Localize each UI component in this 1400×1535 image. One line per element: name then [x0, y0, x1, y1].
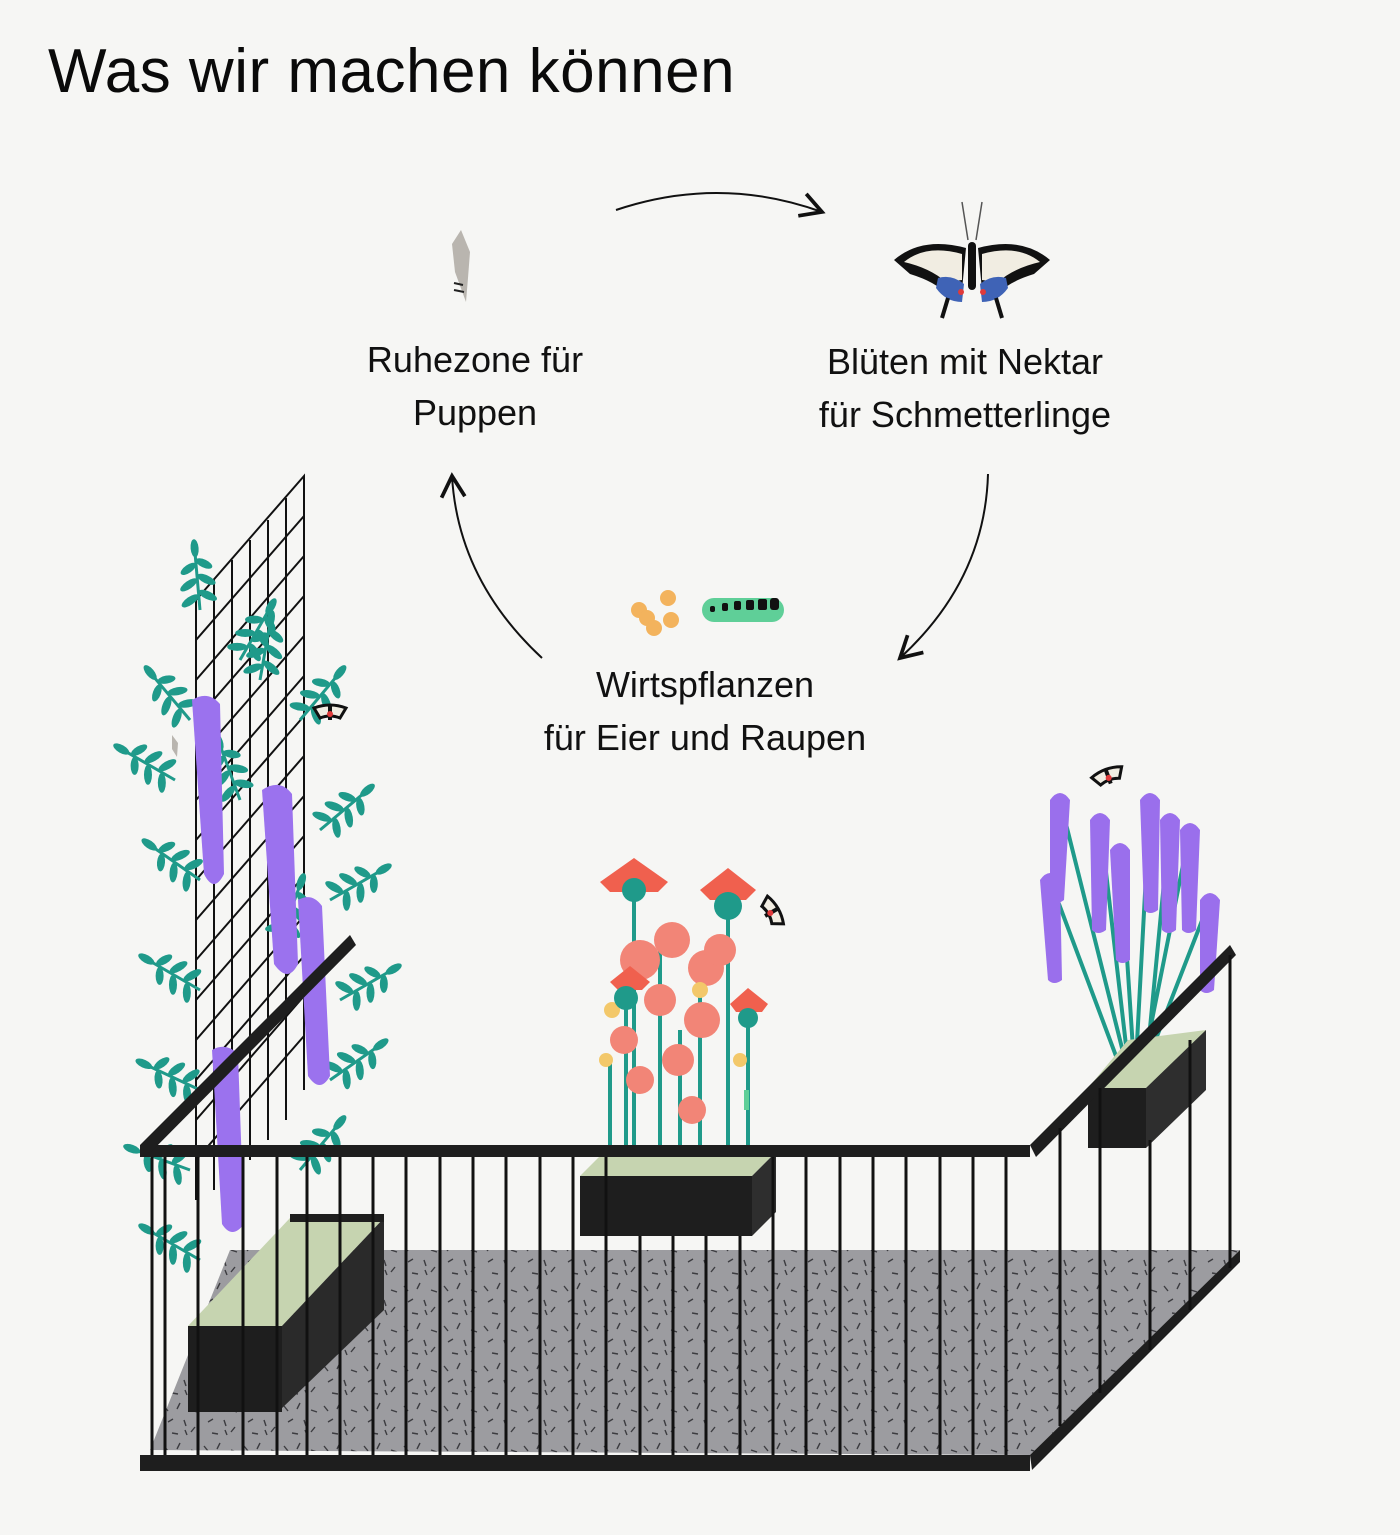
pupa-icon	[452, 230, 470, 302]
stage-label-host-line2: für Eier und Raupen	[543, 717, 867, 758]
planter-right	[1088, 1030, 1206, 1148]
stage-label-host-line1: Wirtspflanzen	[595, 664, 815, 705]
stage-label-nectar: Blüten mit Nektar für Schmetterlinge	[770, 335, 1160, 441]
arrow-pupa-to-nectar	[615, 192, 826, 218]
arrow-nectar-to-host	[897, 473, 989, 661]
wisteria-foliage	[102, 536, 413, 1279]
stage-label-host: Wirtspflanzen für Eier und Raupen	[495, 658, 915, 764]
butterfly-left-icon	[312, 702, 348, 722]
page-title: Was wir machen können	[48, 37, 736, 106]
small-pupa-icon	[172, 735, 178, 757]
stage-label-nectar-line2: für Schmetterlinge	[818, 394, 1112, 435]
swallowtail-butterfly-icon	[894, 201, 1050, 319]
wisteria-flowers	[192, 695, 330, 1232]
balcony-railing	[140, 935, 1236, 1471]
planter-middle	[580, 1152, 776, 1236]
butterfly-right-icon	[1088, 761, 1128, 791]
stage-label-pupa: Ruhezone für Puppen	[330, 333, 620, 439]
balcony-floor	[150, 1250, 1240, 1470]
eggs-and-caterpillar-icon	[631, 590, 784, 636]
arrow-host-to-pupa	[439, 472, 543, 659]
butterfly-middle-icon	[755, 892, 789, 932]
stage-label-nectar-line1: Blüten mit Nektar	[826, 341, 1104, 382]
stage-label-pupa-line1: Ruhezone für	[366, 339, 584, 380]
wildflowers	[599, 858, 768, 1180]
cycle-arrows	[439, 192, 989, 661]
stage-label-pupa-line2: Puppen	[412, 392, 538, 433]
